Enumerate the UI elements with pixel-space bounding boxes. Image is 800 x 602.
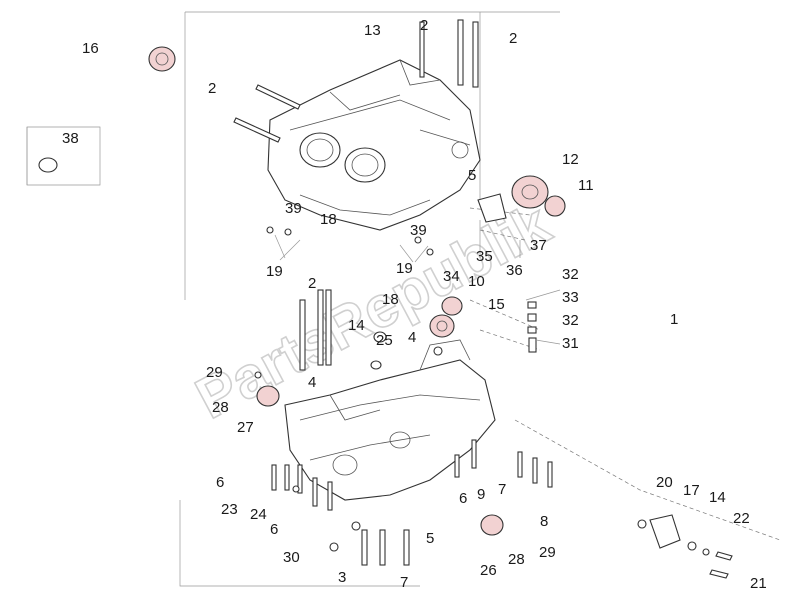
callout-label: 23 xyxy=(221,501,238,518)
callout-label: 18 xyxy=(320,211,337,228)
callout-label: 6 xyxy=(216,474,224,491)
callout-label: 27 xyxy=(237,419,254,436)
callout-label: 29 xyxy=(539,544,556,561)
callout-label: 15 xyxy=(488,296,505,313)
callout-label: 25 xyxy=(376,332,393,349)
callout-label: 26 xyxy=(480,562,497,579)
callout-label: 14 xyxy=(348,317,365,334)
callout-label: 32 xyxy=(562,266,579,283)
callout-label: 39 xyxy=(285,200,302,217)
callout-label: 38 xyxy=(62,130,79,147)
studs xyxy=(233,19,479,371)
callout-label: 24 xyxy=(250,506,267,523)
callout-label: 6 xyxy=(459,490,467,507)
callout-label: 10 xyxy=(468,273,485,290)
bottom-bolts xyxy=(271,439,553,566)
callout-label: 8 xyxy=(540,513,548,530)
callout-label: 14 xyxy=(709,489,726,506)
callout-label: 20 xyxy=(656,474,673,491)
callout-label: 32 xyxy=(562,312,579,329)
callout-label: 28 xyxy=(212,399,229,416)
callout-label: 22 xyxy=(733,510,750,527)
callout-label: 13 xyxy=(364,22,381,39)
lower-crankcase xyxy=(284,339,496,501)
frame-lines xyxy=(26,11,781,587)
callout-label: 9 xyxy=(477,486,485,503)
callout-label: 1 xyxy=(670,311,678,328)
callout-label: 19 xyxy=(396,260,413,277)
callout-label: 34 xyxy=(443,268,460,285)
callout-label: 2 xyxy=(308,275,316,292)
callout-label: 29 xyxy=(206,364,223,381)
callout-label: 30 xyxy=(283,549,300,566)
callout-label: 37 xyxy=(530,237,547,254)
upper-crankcase xyxy=(267,59,481,231)
callout-label: 36 xyxy=(506,262,523,279)
pointer-lines xyxy=(274,220,561,345)
callout-label: 33 xyxy=(562,289,579,306)
callout-label: 17 xyxy=(683,482,700,499)
callout-label: 2 xyxy=(208,80,216,97)
callout-label: 5 xyxy=(426,530,434,547)
callout-label: 4 xyxy=(408,329,416,346)
callout-label: 5 xyxy=(468,167,476,184)
callout-label: 39 xyxy=(410,222,427,239)
callout-label: 28 xyxy=(508,551,525,568)
bearings xyxy=(38,46,566,536)
callout-label: 11 xyxy=(578,177,594,194)
callout-label: 12 xyxy=(562,151,579,168)
callout-label: 35 xyxy=(476,248,493,265)
callout-label: 3 xyxy=(338,569,346,586)
callout-label: 2 xyxy=(420,17,428,34)
fittings xyxy=(254,193,733,579)
callout-label: 21 xyxy=(750,575,767,592)
callout-label: 6 xyxy=(270,521,278,538)
callout-label: 4 xyxy=(308,374,316,391)
callout-label: 2 xyxy=(509,30,517,47)
callout-label: 31 xyxy=(562,335,579,352)
callout-label: 7 xyxy=(400,574,408,591)
callout-label: 7 xyxy=(498,481,506,498)
callout-label: 18 xyxy=(382,291,399,308)
callout-label: 19 xyxy=(266,263,283,280)
callout-label: 16 xyxy=(82,40,99,57)
